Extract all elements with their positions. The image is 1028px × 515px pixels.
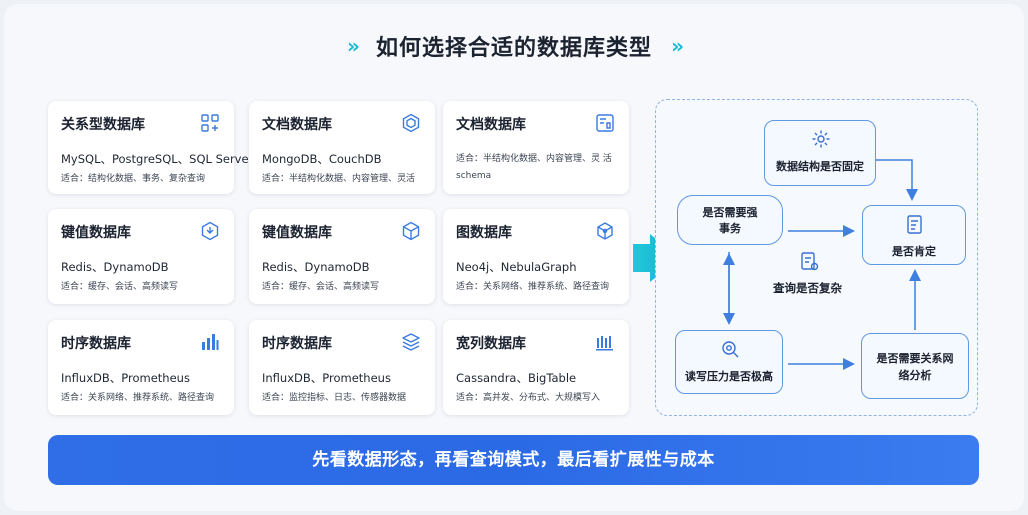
- layers-icon: [402, 333, 420, 351]
- card-title: 宽列数据库: [456, 336, 526, 352]
- node-strong-transaction[interactable]: 是否需要强 事务: [677, 195, 783, 245]
- card-title: 图数据库: [456, 225, 512, 241]
- chevron-right-icon: »: [671, 34, 684, 58]
- node-decision[interactable]: 是否肯定: [862, 205, 966, 265]
- node-structure-fixed[interactable]: 数据结构是否固定: [764, 120, 876, 186]
- card-graph[interactable]: 图数据库 Neo4j、NebulaGraph 适合：关系网络、推荐系统、路径查询: [443, 209, 629, 304]
- card-examples: InfluxDB、Prometheus: [61, 371, 190, 385]
- bar-chart-icon: [202, 334, 219, 350]
- card-usage: 适合：高并发、分布式、大规模写入: [456, 393, 601, 403]
- card-wide-column[interactable]: 宽列数据库 Cassandra、BigTable 适合：高并发、分布式、大规模写…: [443, 320, 629, 415]
- node-label: 是否肯定: [892, 245, 936, 258]
- grid-icon: [201, 114, 219, 132]
- card-title: 关系型数据库: [61, 117, 145, 133]
- card-title: 键值数据库: [61, 225, 131, 241]
- card-document-2[interactable]: 文档数据库 适合：半结构化数据、内容管理、灵 活 schema: [443, 101, 629, 194]
- card-title: 键值数据库: [262, 225, 332, 241]
- card-examples: Cassandra、BigTable: [456, 371, 577, 385]
- card-usage: 适合：缓存、会话、高频读写: [61, 282, 179, 292]
- node-network-analysis[interactable]: 是否需要关系网 络分析: [861, 333, 969, 399]
- card-usage: 适合：监控指标、日志、传感器数据: [262, 393, 407, 403]
- card-examples: MongoDB、CouchDB: [262, 152, 382, 166]
- page-title: 如何选择合适的数据库类型: [375, 36, 652, 61]
- card-usage: 适合：半结构化数据、内容管理、灵 活 schema: [456, 154, 612, 181]
- summary-banner: 先看数据形态，再看查询模式，最后看扩展性与成本: [48, 435, 979, 485]
- card-examples: MySQL、PostgreSQL、SQL Server: [61, 152, 254, 166]
- card-usage: 适合：缓存、会话、高频读写: [262, 282, 380, 292]
- card-examples: InfluxDB、Prometheus: [262, 371, 391, 385]
- key-shield-icon: [201, 221, 219, 241]
- node-label-line2: 络分析: [898, 369, 932, 382]
- document-edit-icon: [907, 215, 922, 234]
- card-relational[interactable]: 关系型数据库 MySQL、PostgreSQL、SQL Server 适合：结构…: [48, 101, 253, 194]
- card-examples: Neo4j、NebulaGraph: [456, 260, 577, 274]
- node-label-line2: 事务: [719, 222, 741, 235]
- card-usage: 适合：关系网络、推荐系统、路径查询: [61, 393, 215, 403]
- node-label-line1: 是否需要强: [702, 206, 758, 219]
- document-icon: [596, 114, 614, 132]
- card-examples: Redis、DynamoDB: [262, 260, 370, 274]
- graph-cube-icon: [597, 222, 613, 240]
- node-rw-pressure[interactable]: 读写压力是否极高: [675, 330, 783, 394]
- connector-structure-to-decision: [876, 159, 918, 201]
- label-query-complex: 查询是否复杂: [773, 281, 842, 295]
- query-report-icon: [801, 252, 819, 271]
- columns-icon: [596, 336, 613, 351]
- card-title: 时序数据库: [61, 336, 131, 352]
- card-key-value[interactable]: 键值数据库 Redis、DynamoDB 适合：缓存、会话、高频读写: [48, 209, 234, 304]
- gear-search-icon: [722, 341, 739, 358]
- cube-icon: [402, 221, 420, 241]
- card-key-value-2[interactable]: 键值数据库 Redis、DynamoDB 适合：缓存、会话、高频读写: [249, 209, 435, 304]
- gear-icon: [812, 130, 830, 148]
- node-label-line1: 是否需要关系网: [876, 352, 954, 365]
- node-label: 读写压力是否极高: [685, 370, 773, 383]
- chevron-right-icon: »: [346, 34, 360, 58]
- card-title: 文档数据库: [262, 117, 332, 133]
- card-title: 文档数据库: [456, 117, 526, 133]
- card-title: 时序数据库: [262, 336, 332, 352]
- hexagon-icon: [402, 113, 420, 133]
- card-examples: Redis、DynamoDB: [61, 260, 169, 274]
- card-usage: 适合：关系网络、推荐系统、路径查询: [456, 282, 610, 292]
- card-timeseries-2[interactable]: 时序数据库 InfluxDB、Prometheus 适合：监控指标、日志、传感器…: [249, 320, 435, 415]
- card-usage: 适合：半结构化数据、内容管理、灵活: [262, 174, 416, 184]
- node-label: 数据结构是否固定: [776, 160, 864, 173]
- card-document[interactable]: 文档数据库 MongoDB、CouchDB 适合：半结构化数据、内容管理、灵活: [249, 101, 435, 194]
- card-usage: 适合：结构化数据、事务、复杂查询: [61, 174, 206, 184]
- header: » 如何选择合适的数据库类型 »: [0, 30, 1028, 62]
- card-timeseries[interactable]: 时序数据库 InfluxDB、Prometheus 适合：关系网络、推荐系统、路…: [48, 320, 234, 415]
